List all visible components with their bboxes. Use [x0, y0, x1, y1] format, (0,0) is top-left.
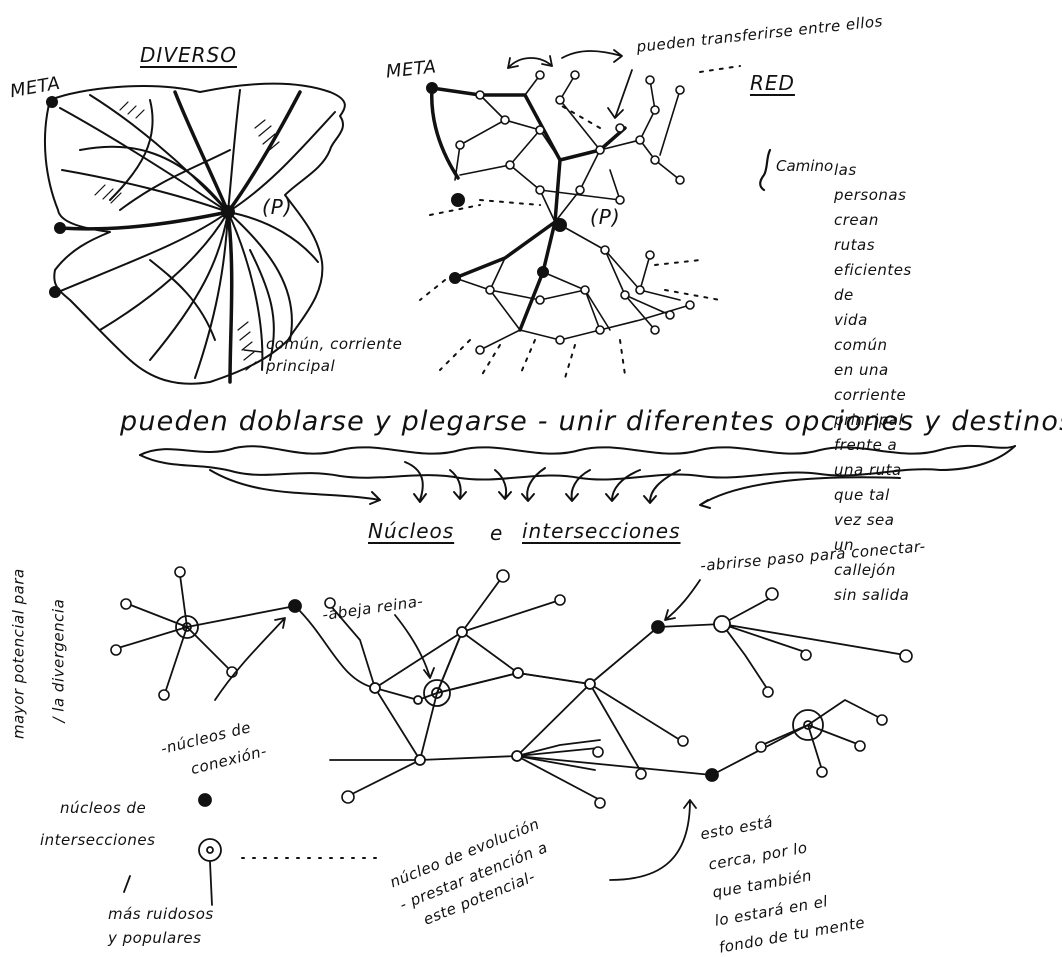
arrow-cerca: [610, 800, 696, 880]
connection-hub: [706, 769, 718, 781]
diverso-p-label: (P): [262, 196, 293, 219]
fold-arrow: [495, 470, 511, 499]
diverso-p-dot: [222, 206, 234, 218]
side-note-1: mayor potencial para: [11, 568, 28, 739]
red-meta-dot: [427, 83, 437, 93]
camino-line: frente a una ruta: [834, 433, 912, 483]
hub-edge: [118, 575, 295, 693]
diverso-stream: [228, 92, 300, 212]
red-dotted-extensions: [420, 66, 740, 378]
nucleos-title-b: intersecciones: [522, 520, 681, 543]
red-main-route: [432, 88, 458, 178]
net-edge: [722, 597, 905, 690]
diverso-meta-dot: [47, 97, 57, 107]
diverso-stream: [62, 170, 228, 212]
pointer-inter: [124, 876, 130, 892]
red-meta-dot: [450, 273, 460, 283]
connection-hub: [289, 600, 301, 612]
fold-arrow: [210, 470, 380, 504]
pointer-ruidosos: [210, 862, 212, 905]
red-node-dark: [538, 267, 548, 277]
diverso-stream: [80, 147, 228, 212]
red-drawing: [420, 50, 740, 378]
camino-brace: [760, 150, 770, 190]
camino-line: las personas crean: [834, 158, 912, 233]
legend-intersection-core: [207, 847, 213, 853]
red-edges: [455, 75, 690, 350]
fold-arrow: [405, 462, 426, 502]
loop-ends: [111, 567, 912, 808]
side-note-2: / la divergencia: [50, 599, 67, 723]
inter-label-1: núcleos de: [60, 800, 146, 817]
diverso-meta-dot: [55, 223, 65, 233]
inter-label-2: intersecciones: [40, 832, 155, 849]
connection-hub: [652, 621, 664, 633]
fold-arrow: [566, 470, 590, 501]
arrow-conexion: [215, 618, 285, 700]
net-edge: [590, 684, 680, 770]
camino-word: Camino: [776, 158, 833, 175]
transfer-arrow: [562, 50, 622, 62]
camino-line: callejón sin salida: [834, 558, 912, 608]
diverso-stream: [150, 260, 215, 340]
red-nodes: [456, 71, 694, 354]
net-edge: [375, 673, 518, 760]
net-edge: [437, 600, 560, 693]
fold-arrow: [522, 468, 545, 501]
red-meta-dot: [452, 194, 464, 206]
diverso-title: DIVERSO: [140, 44, 237, 67]
diverso-stream: [60, 212, 228, 229]
nucleos-title-join: e: [490, 522, 503, 545]
red-p-dot: [554, 219, 566, 231]
camino-line: vida común en una: [834, 308, 912, 383]
fold-arrow: [450, 470, 466, 499]
net-edge: [420, 673, 590, 760]
net-edge: [762, 700, 880, 770]
transfer-arrow: [608, 70, 632, 118]
camino-line: rutas eficientes de: [834, 233, 912, 308]
legend-intersection-ring: [199, 839, 221, 861]
ruidosos-label-2: y populares: [108, 930, 201, 947]
legend-connection-dot: [199, 794, 211, 806]
fold-arrow: [606, 470, 640, 501]
diverso-common-label-2: principal: [266, 358, 335, 375]
arrow-abeja: [395, 615, 434, 678]
arrow-abrirse: [665, 580, 700, 620]
red-title: RED: [750, 72, 795, 95]
net-edge: [330, 605, 420, 795]
net-edge: [517, 740, 600, 800]
diverso-pointer: [244, 350, 262, 352]
nucleos-title-a: Núcleos: [368, 520, 454, 543]
ruidosos-label-1: más ruidosos: [108, 906, 214, 923]
red-p-label: (P): [590, 206, 621, 229]
diverso-meta-dot: [50, 287, 60, 297]
fold-heading: pueden doblarse y plegarse - unir difere…: [120, 406, 1062, 437]
diverso-common-label-1: común, corriente: [266, 336, 402, 353]
diverso-stream: [228, 212, 232, 382]
diverso-stream: [90, 95, 228, 212]
